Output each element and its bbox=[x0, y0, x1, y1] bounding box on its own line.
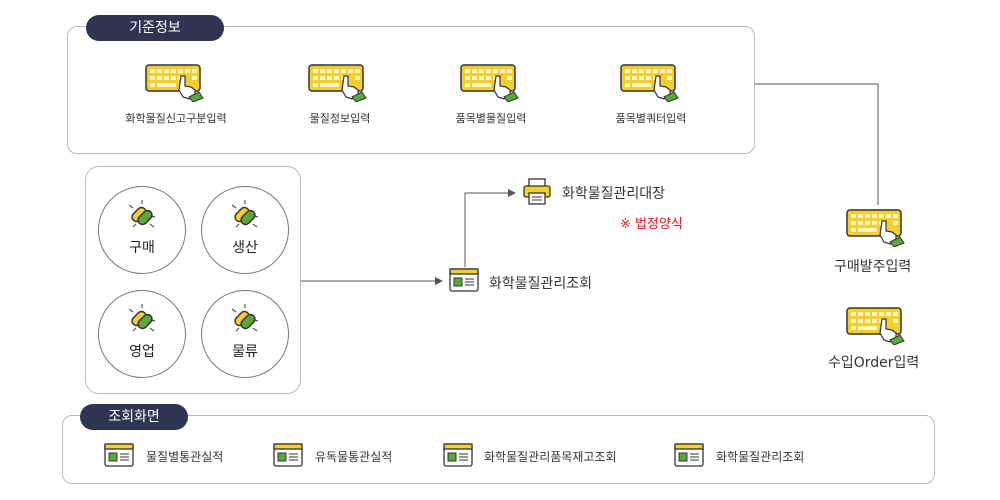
department-sales[interactable]: 영업 bbox=[98, 290, 186, 378]
base-input-label: 화학물질신고구분입력 bbox=[125, 112, 227, 125]
chain-link-icon bbox=[128, 200, 156, 228]
keyboard-hand-icon[interactable] bbox=[620, 62, 682, 103]
chain-link-icon bbox=[231, 200, 259, 228]
window-icon[interactable] bbox=[449, 268, 479, 292]
department-purchase[interactable]: 구매 bbox=[98, 186, 186, 274]
keyboard-hand-icon[interactable] bbox=[460, 62, 522, 103]
department-label: 영업 bbox=[129, 344, 155, 360]
base-input-label: 품목별쿼터입력 bbox=[615, 112, 687, 125]
chain-link-icon bbox=[231, 304, 259, 332]
department-logistics[interactable]: 물류 bbox=[201, 290, 289, 378]
department-production[interactable]: 생산 bbox=[201, 186, 289, 274]
keyboard-hand-icon[interactable] bbox=[145, 62, 207, 103]
inquiry-screen-title: 조회화면 bbox=[80, 404, 188, 430]
keyboard-hand-icon[interactable] bbox=[846, 305, 908, 346]
inquiry-item-label: 유독물통관실적 bbox=[315, 450, 393, 464]
ledger-label: 화학물질관리대장 bbox=[562, 186, 666, 202]
base-input-label: 물질정보입력 bbox=[309, 112, 371, 125]
base-info-title: 기준정보 bbox=[86, 15, 224, 41]
inquiry-label: 화학물질관리조회 bbox=[489, 276, 593, 292]
inquiry-screen-panel bbox=[62, 415, 935, 484]
inquiry-item-label: 물질별통관실적 bbox=[146, 450, 224, 464]
import-order-input-label: 수입Order입력 bbox=[828, 355, 920, 371]
purchase-order-input-label: 구매발주입력 bbox=[834, 259, 912, 275]
window-icon[interactable] bbox=[273, 443, 303, 467]
inquiry-item-label: 화학물질관리조회 bbox=[716, 450, 805, 464]
chain-link-icon bbox=[128, 304, 156, 332]
arrow-inquiry-to-ledger bbox=[464, 189, 516, 267]
base-input-label: 품목별물질입력 bbox=[455, 112, 527, 125]
printer-icon[interactable] bbox=[522, 178, 552, 206]
inquiry-item-label: 화학물질관리품목재고조회 bbox=[484, 450, 617, 464]
keyboard-hand-icon[interactable] bbox=[846, 207, 908, 248]
window-icon[interactable] bbox=[674, 443, 704, 467]
department-label: 생산 bbox=[232, 240, 258, 256]
window-icon[interactable] bbox=[443, 443, 473, 467]
keyboard-hand-icon[interactable] bbox=[308, 62, 370, 103]
department-label: 구매 bbox=[129, 240, 155, 256]
window-icon[interactable] bbox=[104, 443, 134, 467]
department-label: 물류 bbox=[232, 344, 258, 360]
legal-format-note: ※ 법정양식 bbox=[620, 217, 683, 232]
